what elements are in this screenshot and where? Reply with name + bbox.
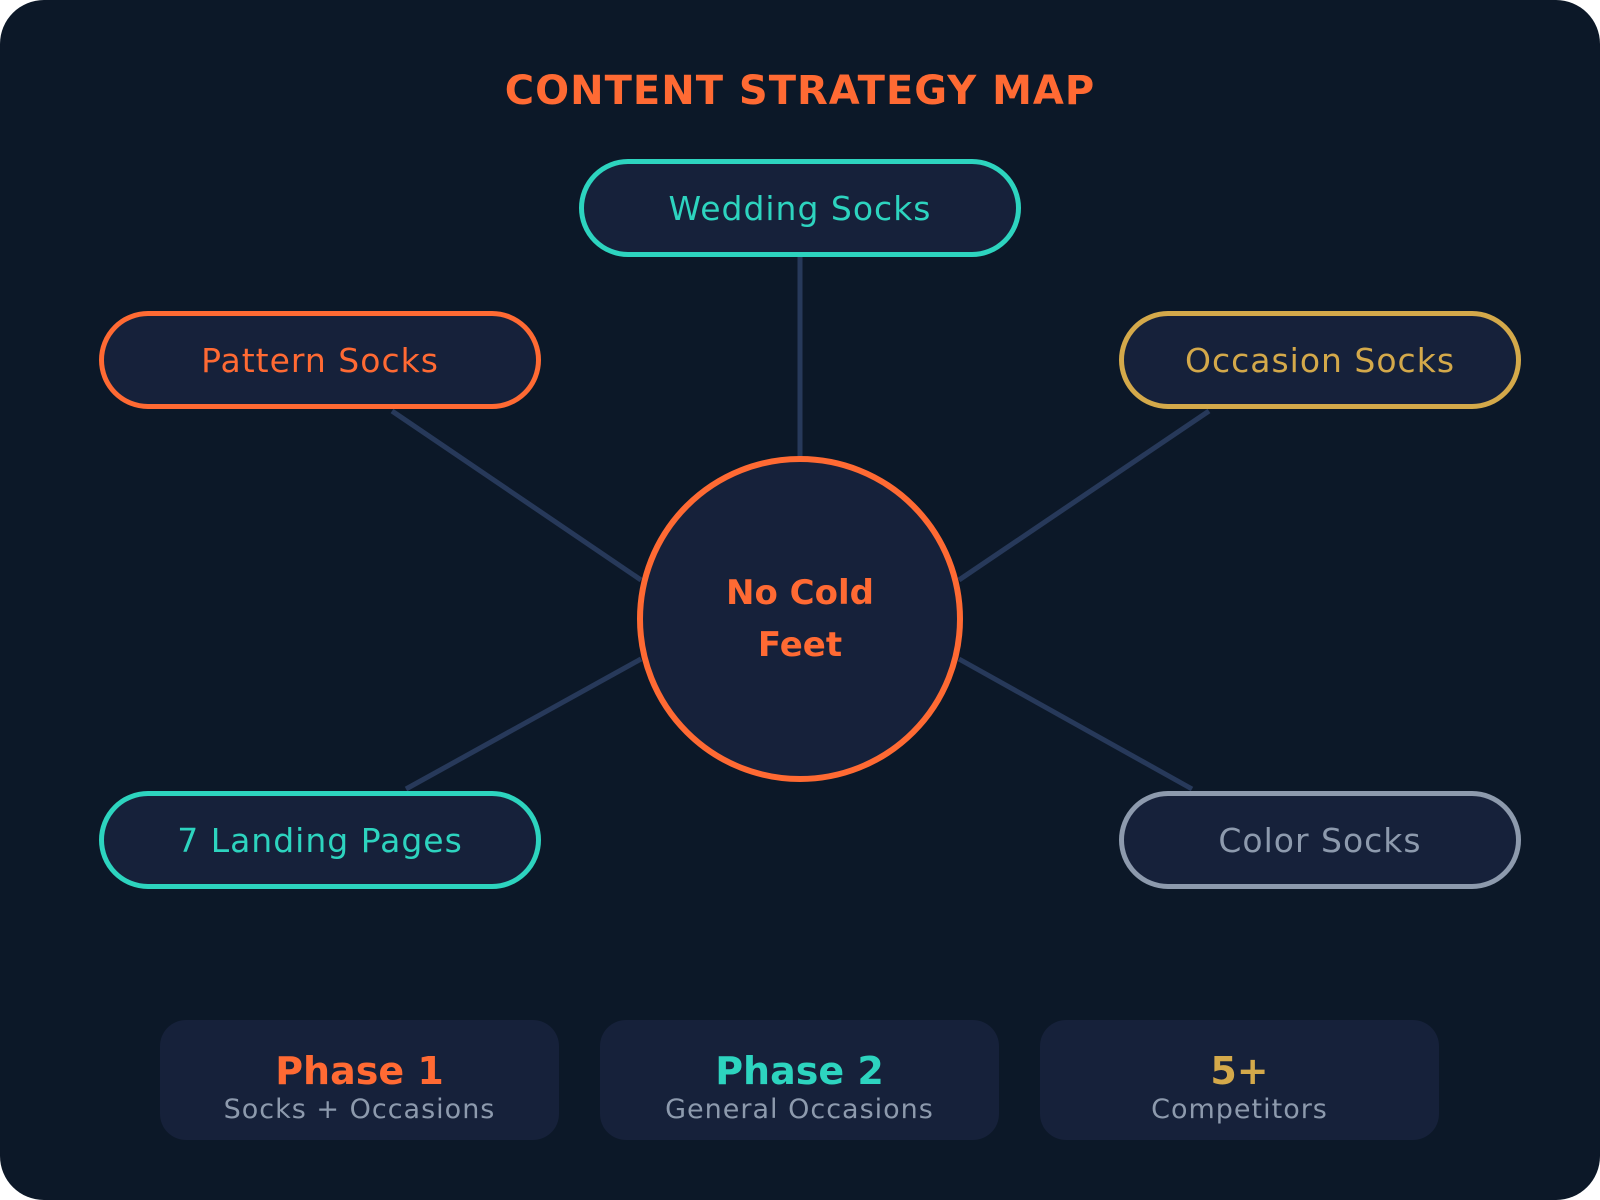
- node-label: Wedding Socks: [668, 188, 932, 228]
- stat-label: Competitors: [1151, 1094, 1328, 1125]
- node-wedding-socks: Wedding Socks: [579, 159, 1021, 257]
- stat-label: General Occasions: [665, 1094, 934, 1125]
- connector-landing: [404, 656, 643, 792]
- connector-pattern: [390, 408, 643, 583]
- node-color-socks: Color Socks: [1119, 791, 1521, 889]
- node-occasion-socks: Occasion Socks: [1119, 311, 1521, 409]
- hub-node: No Cold Feet: [637, 456, 963, 782]
- diagram-title: CONTENT STRATEGY MAP: [504, 68, 1096, 114]
- node-label: 7 Landing Pages: [177, 820, 463, 860]
- node-pattern-socks: Pattern Socks: [99, 311, 541, 409]
- stat-value: Phase 2: [715, 1049, 884, 1093]
- hub-label: No Cold Feet: [726, 573, 874, 665]
- stat-card-competitors: 5+Competitors: [1040, 1020, 1439, 1140]
- node-label: Color Socks: [1218, 820, 1422, 860]
- stat-value: 5+: [1210, 1049, 1269, 1093]
- node-landing-pages: 7 Landing Pages: [99, 791, 541, 889]
- stat-value: Phase 1: [275, 1049, 444, 1093]
- stat-label: Socks + Occasions: [223, 1094, 496, 1125]
- connector-occasion: [957, 408, 1211, 583]
- node-label: Pattern Socks: [201, 340, 439, 380]
- node-label: Occasion Socks: [1184, 340, 1456, 380]
- connector-color: [957, 656, 1194, 792]
